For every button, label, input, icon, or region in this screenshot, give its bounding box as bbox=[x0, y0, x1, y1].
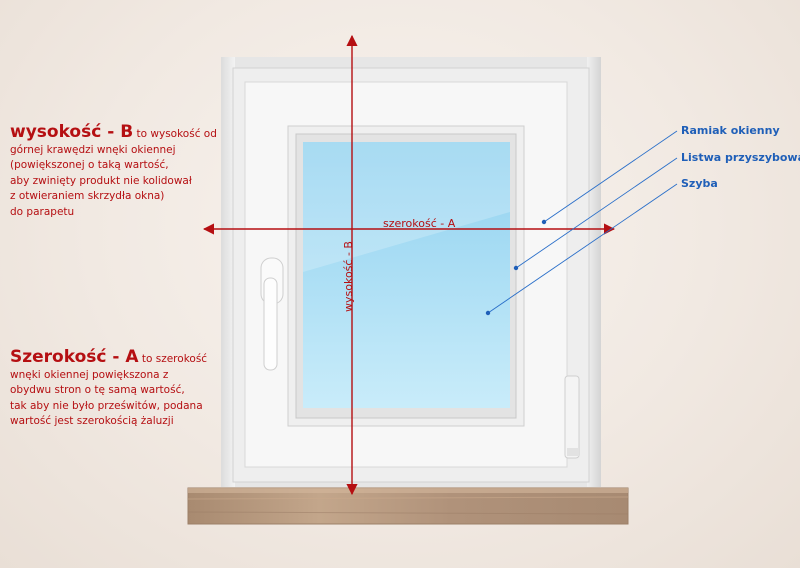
height-note-title: wysokość - B bbox=[10, 122, 134, 142]
window-hinge-icon bbox=[564, 375, 580, 459]
width-note-line: wnęki okiennej powiększona z bbox=[10, 368, 169, 381]
width-note-title: Szerokość - A bbox=[10, 347, 139, 367]
height-note-line: górnej krawędzi wnęki okiennej bbox=[10, 143, 176, 156]
height-dimension-label: wysokość - B bbox=[342, 241, 355, 312]
callout-leader-bead bbox=[515, 157, 678, 269]
glass-pane bbox=[303, 142, 510, 408]
callout-dot-frame bbox=[541, 219, 547, 225]
niche-left-reveal bbox=[221, 57, 235, 487]
height-note-line: do parapetu bbox=[10, 205, 75, 218]
height-note-line: to wysokość od bbox=[136, 128, 217, 140]
width-note-line: to szerokość bbox=[141, 353, 208, 365]
width-dimension-label: szerokość - A bbox=[383, 217, 456, 230]
height-note-line: aby zwinięty produkt nie kolidował bbox=[10, 174, 192, 187]
callout-bead-label: Listwa przyszybowa bbox=[681, 151, 800, 164]
callout-leader-glass bbox=[487, 183, 678, 314]
callout-leader-frame bbox=[543, 130, 678, 223]
width-note: Szerokość - A to szerokość wnęki okienne… bbox=[10, 347, 208, 430]
callout-dot-glass bbox=[485, 310, 491, 316]
width-note-line: obydwu stron o tę samą wartość, bbox=[10, 384, 185, 396]
callout-dot-bead bbox=[513, 265, 519, 271]
width-note-line: wartość jest szerokością żaluzji bbox=[10, 415, 174, 427]
niche-right-reveal bbox=[587, 57, 601, 487]
height-note: wysokość - B to wysokość od górnej krawę… bbox=[10, 122, 217, 220]
window-handle-icon bbox=[260, 257, 284, 371]
window-sill bbox=[187, 487, 629, 525]
height-note-line: (powiększonej o taką wartość, bbox=[10, 159, 169, 171]
width-note-line: tak aby nie było prześwitów, podana bbox=[10, 399, 203, 412]
callout-glass-label: Szyba bbox=[681, 177, 718, 190]
height-note-line: z otwieraniem skrzydła okna) bbox=[10, 190, 165, 202]
callout-frame-label: Ramiak okienny bbox=[681, 124, 780, 137]
